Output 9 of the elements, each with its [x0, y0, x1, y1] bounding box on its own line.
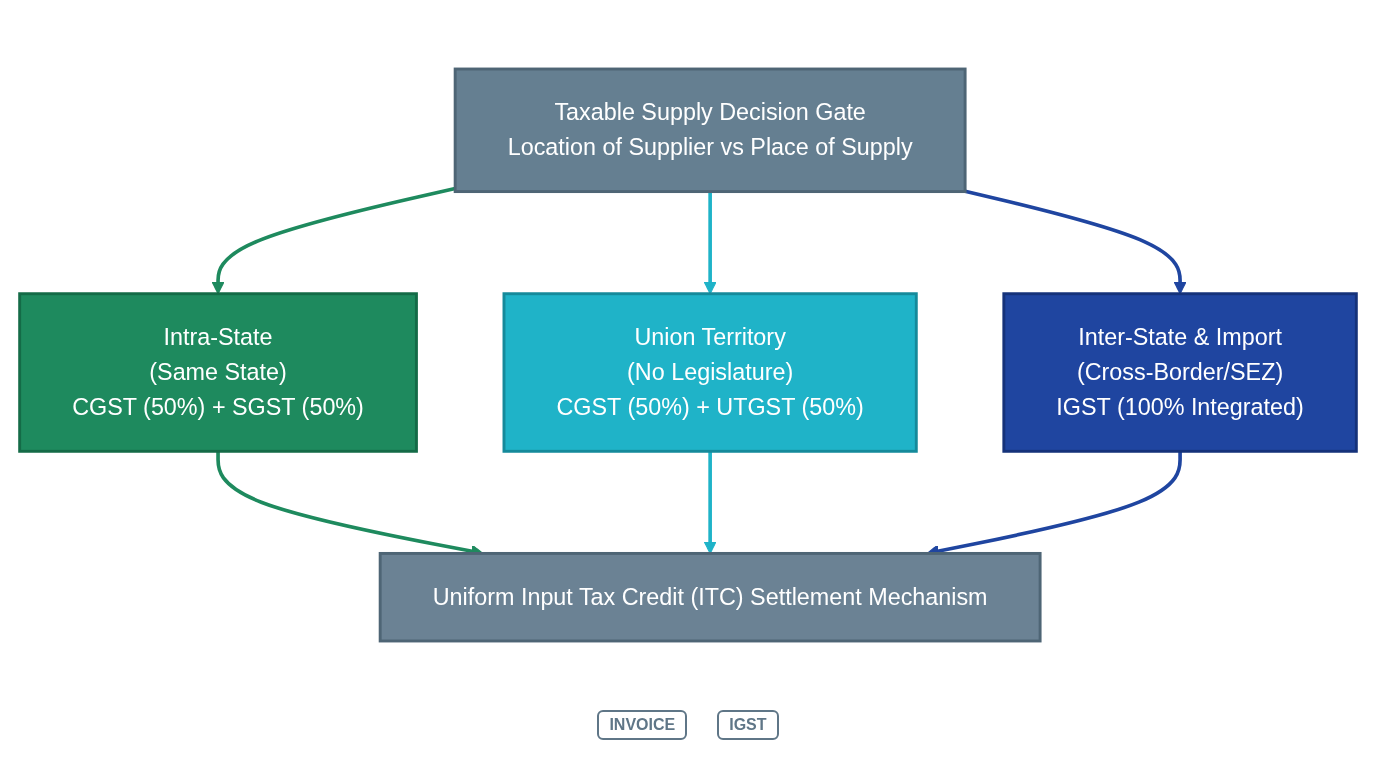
icon-caption: IGST — [717, 710, 779, 740]
node-box — [453, 67, 967, 194]
arrow — [703, 451, 717, 554]
icon-caption: INVOICE — [597, 710, 688, 740]
node-box — [18, 292, 418, 453]
node-box — [378, 552, 1042, 643]
node-box — [502, 292, 918, 453]
flowchart: Taxable Supply Decision Gate Location of Supplier vs Place of Supply Intra-State (Same State) CGST (50%) + SGST (50%) Union Territory (No Legislature) CGST (50%) + UTGST (50%) Inter-State & Import (Cross-Border/SEZ) IGST (100% Integrated) Uniform Input Tax Credit (ITC) Settlement Mechanism — [8, 10, 1368, 700]
node-box — [1002, 292, 1358, 453]
